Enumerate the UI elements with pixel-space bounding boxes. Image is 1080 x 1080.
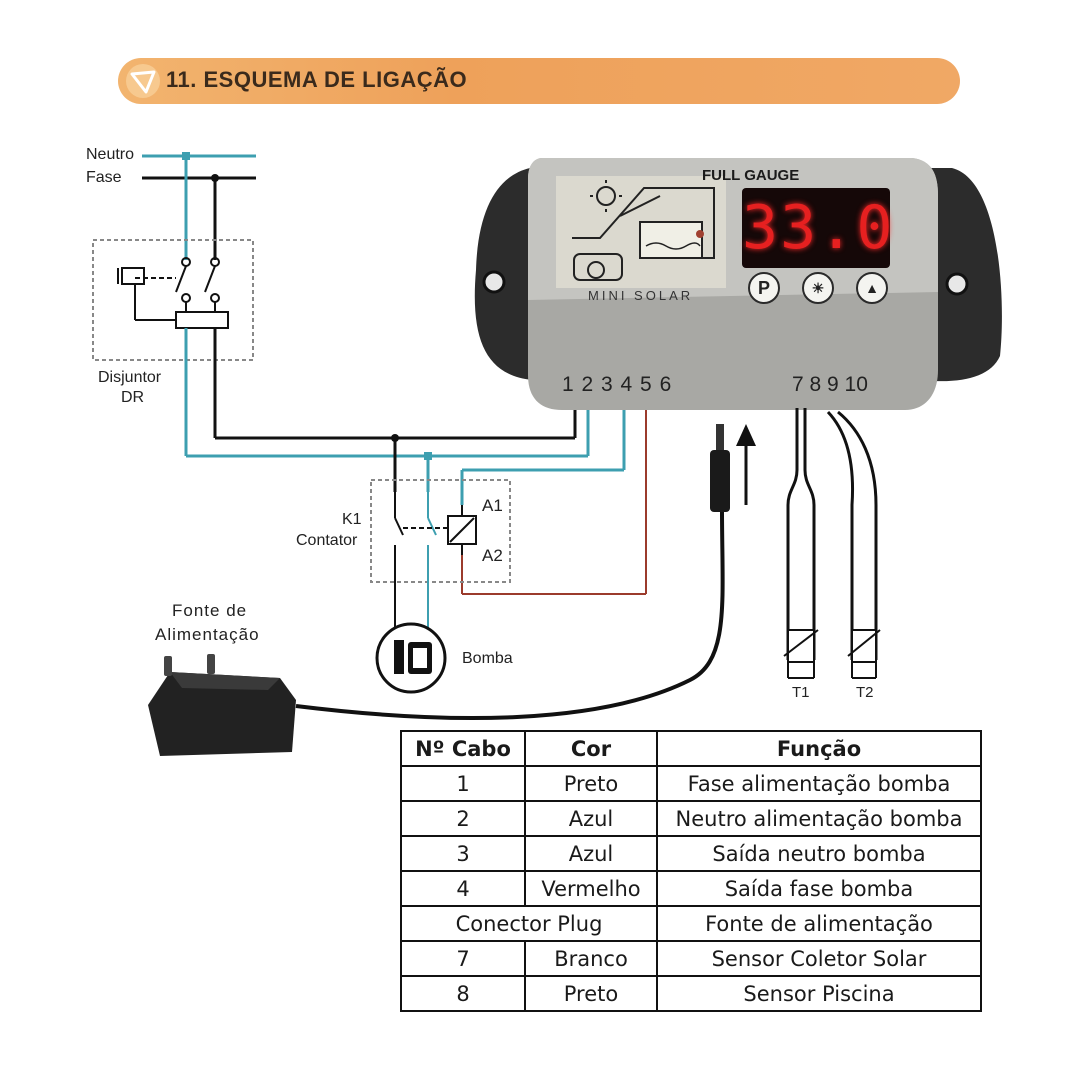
up-button[interactable]: ▲ [856,272,888,304]
cable-function-cell: Sensor Coletor Solar [656,940,982,977]
sensor-t2-label: T2 [856,684,874,701]
table-header-row: Nº Cabo Cor Função [400,730,982,767]
cable-color-cell: Vermelho [524,870,658,907]
cable-function-cell: Fase alimentação bomba [656,765,982,802]
sun-button[interactable]: ☀ [802,272,834,304]
section-title: 11. ESQUEMA DE LIGAÇÃO [166,67,468,92]
cable-function-cell: Sensor Piscina [656,975,982,1012]
power-adapter [148,424,756,756]
breaker-symbol [92,239,254,361]
cable-function-cell: Saída neutro bomba [656,835,982,872]
contactor-label: Contator [296,532,358,549]
cable-number-cell: 1 [400,765,526,802]
cable-number-cell: 2 [400,800,526,837]
neutral-label: Neutro [86,146,135,163]
wiring-table: Nº Cabo Cor Função 1 Preto Fase alimenta… [400,730,982,1012]
cable-color-cell: Azul [524,800,658,837]
cable-color-cell: Azul [524,835,658,872]
breaker-label: Disjuntor [98,369,162,386]
table-row: 2 Azul Neutro alimentação bomba [400,800,982,837]
connector-plug-cell: Conector Plug [400,905,658,942]
controller-housing [474,158,1002,410]
table-row: 3 Azul Saída neutro bomba [400,835,982,872]
cable-function-cell: Neutro alimentação bomba [656,800,982,837]
controller-brand: FULL GAUGE [702,167,800,184]
sensor-probes [783,408,881,679]
cable-color-cell: Preto [524,975,658,1012]
cable-function-cell: Fonte de alimentação [656,905,982,942]
program-button[interactable]: P [748,272,780,304]
header-color: Cor [524,730,658,767]
header-cable-number: Nº Cabo [400,730,526,767]
cable-number-cell: 8 [400,975,526,1012]
contactor-symbol [370,479,511,628]
terminal-a2-label: A2 [482,546,503,565]
table-row: 7 Branco Sensor Coletor Solar [400,940,982,977]
power-supply-label: Fonte de [172,601,248,620]
phase-label: Fase [86,169,122,186]
terminals-right: 7 8 9 10 [792,373,868,396]
section-banner: 11. ESQUEMA DE LIGAÇÃO [118,58,960,104]
terminal-a1-label: A1 [482,496,503,515]
cable-number-cell: 4 [400,870,526,907]
temperature-display: 33.0 [742,188,893,268]
section-arrow-icon [126,64,160,98]
power-supply-label-2: Alimentação [155,625,260,644]
supply-lines [142,152,256,260]
pump-label: Bomba [462,650,513,667]
sensor-t1-label: T1 [792,684,810,701]
table-row: 1 Preto Fase alimentação bomba [400,765,982,802]
contactor-id-label: K1 [342,511,362,528]
cable-function-cell: Saída fase bomba [656,870,982,907]
cable-number-cell: 7 [400,940,526,977]
table-row: 4 Vermelho Saída fase bomba [400,870,982,907]
controller-model: MINI SOLAR [588,288,694,303]
terminals-left: 1 2 3 4 5 6 [562,373,673,396]
cable-color-cell: Branco [524,940,658,977]
table-row: 8 Preto Sensor Piscina [400,975,982,1012]
pump-symbol [375,622,447,694]
header-function: Função [656,730,982,767]
cable-number-cell: 3 [400,835,526,872]
breaker-type-label: DR [121,389,145,406]
table-row: Conector Plug Fonte de alimentação [400,905,982,942]
cable-color-cell: Preto [524,765,658,802]
